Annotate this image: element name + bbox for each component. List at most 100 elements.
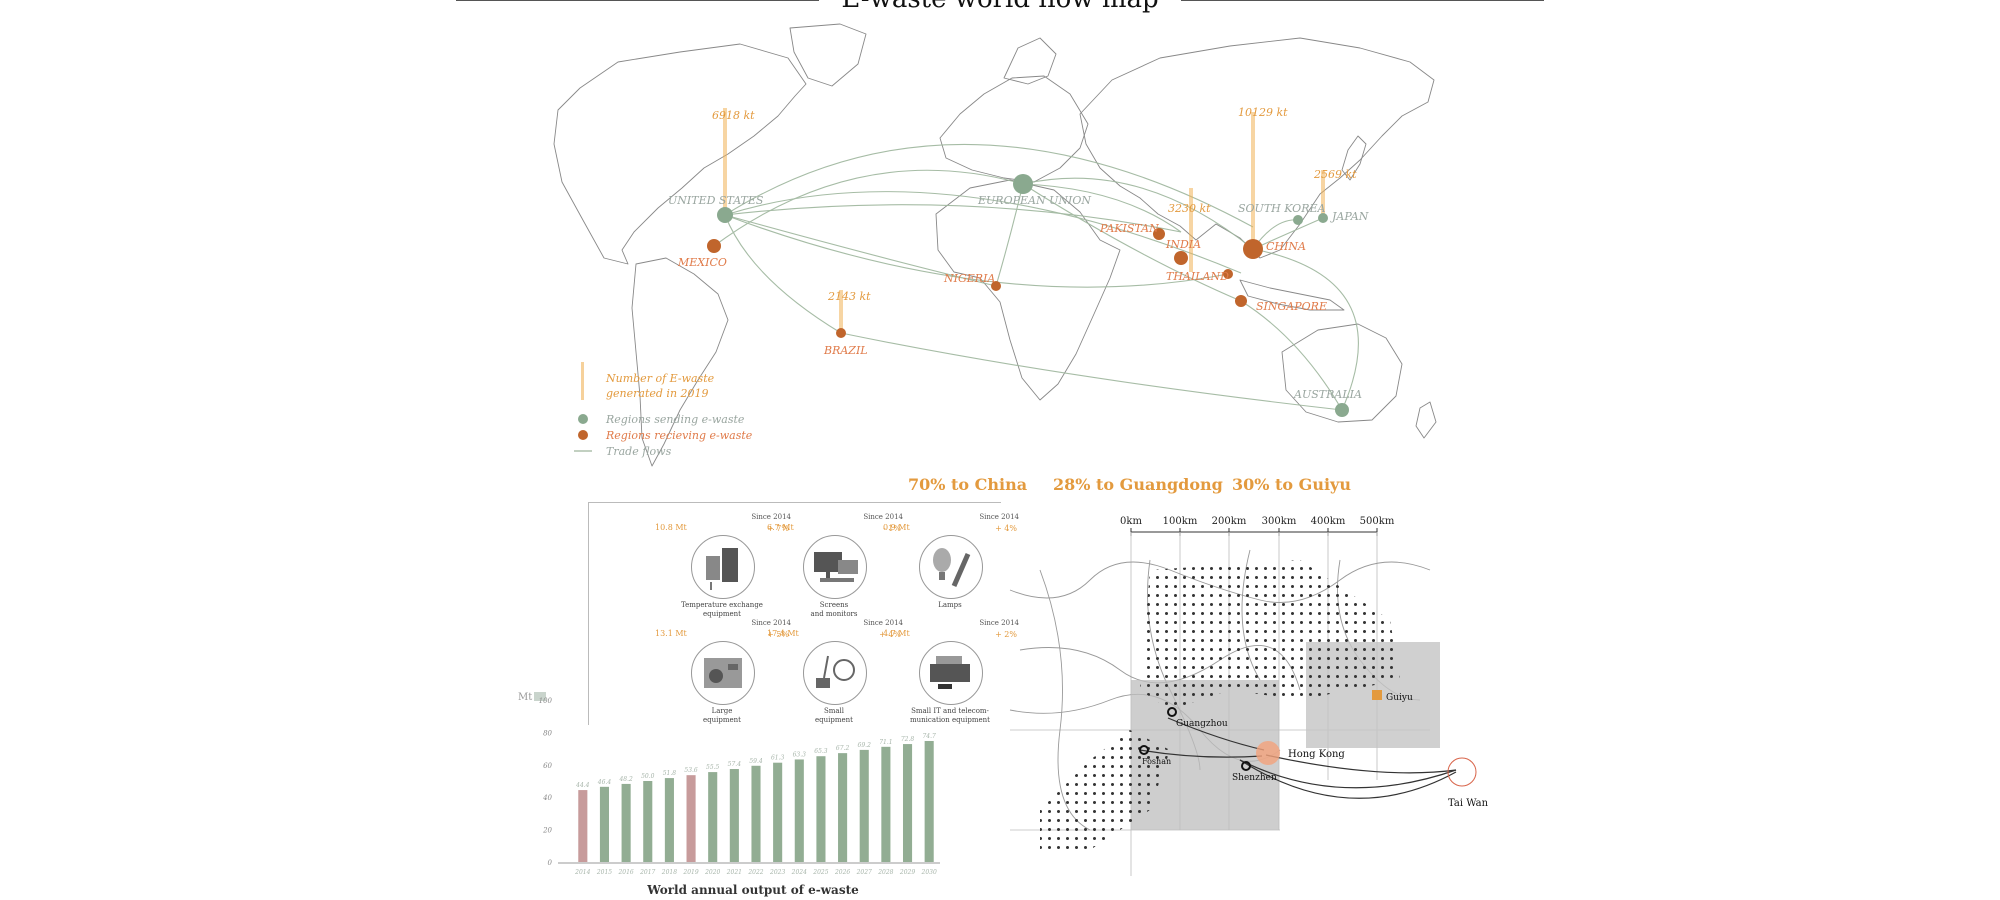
x-tick-label: 2014 xyxy=(574,869,590,876)
chart-title: World annual output of e-waste xyxy=(646,883,859,897)
x-tick-label: 2024 xyxy=(791,869,807,876)
dotted-region-north xyxy=(1140,560,1400,710)
label-india: INDIA xyxy=(1165,238,1201,251)
place-shenzhen: Shenzhen xyxy=(1232,773,1277,783)
bar-value-label: 44.4 xyxy=(575,782,590,789)
label-mexico: MEXICO xyxy=(677,256,727,269)
north-america-outline xyxy=(553,43,807,265)
vacuum-fan-icon xyxy=(803,641,867,705)
generation-bars xyxy=(723,108,1325,332)
marker-united-states xyxy=(717,207,733,223)
marker-european-union xyxy=(1013,174,1033,194)
bar-value-label: 48.2 xyxy=(618,776,633,783)
bar-china xyxy=(1251,112,1255,248)
trade-flows xyxy=(713,143,1359,411)
bar-value-label: 51.8 xyxy=(663,770,677,777)
title-rule-left xyxy=(456,0,824,1)
category-value: 0.9 Mt xyxy=(883,523,910,532)
bar-2025 xyxy=(816,756,826,862)
legend-receiving-swatch xyxy=(578,430,588,440)
y-unit-swatch xyxy=(534,692,546,701)
printer-icon xyxy=(919,641,983,705)
x-tick-label: 2020 xyxy=(704,869,720,876)
y-tick-label: 20 xyxy=(542,827,552,835)
legend-generated-line1: Number of E-waste xyxy=(605,372,715,385)
label-european-union: EUROPEAN UNION xyxy=(977,194,1091,207)
dotted-region-west xyxy=(1040,730,1170,850)
x-tick-label: 2025 xyxy=(812,869,828,876)
new-zealand-outline xyxy=(1415,401,1437,439)
category-label: Lamps xyxy=(938,601,962,609)
scandinavia-outline xyxy=(1003,37,1057,85)
marker-singapore xyxy=(1235,295,1247,307)
marker-japan xyxy=(1318,213,1328,223)
africa-outline xyxy=(935,179,1121,401)
scale-200km: 200km xyxy=(1212,516,1247,527)
marker-india xyxy=(1174,251,1188,265)
bar-value-label: 59.4 xyxy=(749,758,763,765)
place-tai-wan: Tai Wan xyxy=(1448,798,1489,809)
category-change: + 4% xyxy=(879,630,901,639)
category-since: Since 2014 xyxy=(863,513,903,521)
x-tick-label: 2016 xyxy=(617,869,633,876)
category-change: + 4% xyxy=(995,524,1017,533)
category-since: Since 2014 xyxy=(751,619,791,627)
bar-value-label: 53.6 xyxy=(684,767,698,774)
land-outlines xyxy=(553,23,1437,467)
scale-0km: 0km xyxy=(1120,516,1142,527)
bar-value-label: 69.2 xyxy=(858,742,872,749)
amount-united-states: 6918 kt xyxy=(712,109,755,122)
label-south-korea: SOUTH KOREA xyxy=(1238,202,1326,215)
bar-2027 xyxy=(859,749,869,862)
x-tick-label: 2018 xyxy=(661,869,677,876)
bar-2026 xyxy=(838,753,848,862)
flow-australia-singapore xyxy=(1240,300,1343,411)
bar-value-label: 46.4 xyxy=(597,779,612,786)
bar-value-label: 65.3 xyxy=(814,748,828,755)
bar-brazil xyxy=(839,290,843,332)
category-temperature: 10.8 Mt Since 2014 + 7% Temperature exch… xyxy=(655,511,791,621)
category-since: Since 2014 xyxy=(863,619,903,627)
category-change: + 5% xyxy=(767,630,789,639)
south-america-outline xyxy=(631,257,729,467)
category-lamps: 0.9 Mt Since 2014 + 4% Lamps xyxy=(883,511,1019,621)
x-tick-label: 2021 xyxy=(726,869,742,876)
bar-value-label: 72.8 xyxy=(901,736,915,743)
washing-machine-icon xyxy=(691,641,755,705)
marker-china xyxy=(1243,239,1263,259)
bar-value-label: 61.3 xyxy=(771,755,785,762)
shenzhen-marker xyxy=(1241,761,1251,771)
fridge-icon xyxy=(691,535,755,599)
place-guiyu: Guiyu xyxy=(1386,693,1413,703)
label-china: CHINA xyxy=(1266,240,1306,253)
flow-us-brazil xyxy=(724,214,842,334)
marker-brazil xyxy=(836,328,846,338)
category-value: 6.7 Mt xyxy=(767,523,794,532)
bar-value-label: 67.2 xyxy=(836,745,850,752)
scale-bar: 0km 100km 200km 300km 400km 500km xyxy=(1120,516,1395,536)
amount-labels: 6918 kt 10129 kt 2569 kt 3230 kt 2143 kt xyxy=(712,106,1357,303)
legend-receiving: Regions recieving e-waste xyxy=(605,429,753,442)
y-tick-label: 100 xyxy=(539,697,553,705)
category-change: + 7% xyxy=(767,524,789,533)
marker-mexico xyxy=(707,239,721,253)
greenland-outline xyxy=(789,23,867,87)
bar-2019 xyxy=(686,775,696,862)
x-tick-label: 2015 xyxy=(596,869,612,876)
x-tick-label: 2022 xyxy=(747,869,763,876)
bar-2023 xyxy=(773,762,783,862)
bar-japan xyxy=(1321,170,1325,218)
legend-flows: Trade flows xyxy=(606,445,672,458)
bar-2020 xyxy=(708,772,718,862)
bar-2015 xyxy=(599,786,610,862)
category-change: + 2% xyxy=(995,630,1017,639)
flow-eu-pakistan xyxy=(1022,183,1182,233)
indonesia-outline xyxy=(1239,279,1345,311)
bar-india xyxy=(1189,188,1193,272)
x-tick-label: 2030 xyxy=(921,869,937,876)
sending-labels: UNITED STATES EUROPEAN UNION SOUTH KOREA… xyxy=(668,194,1369,401)
bar-value-label: 71.1 xyxy=(879,739,892,746)
